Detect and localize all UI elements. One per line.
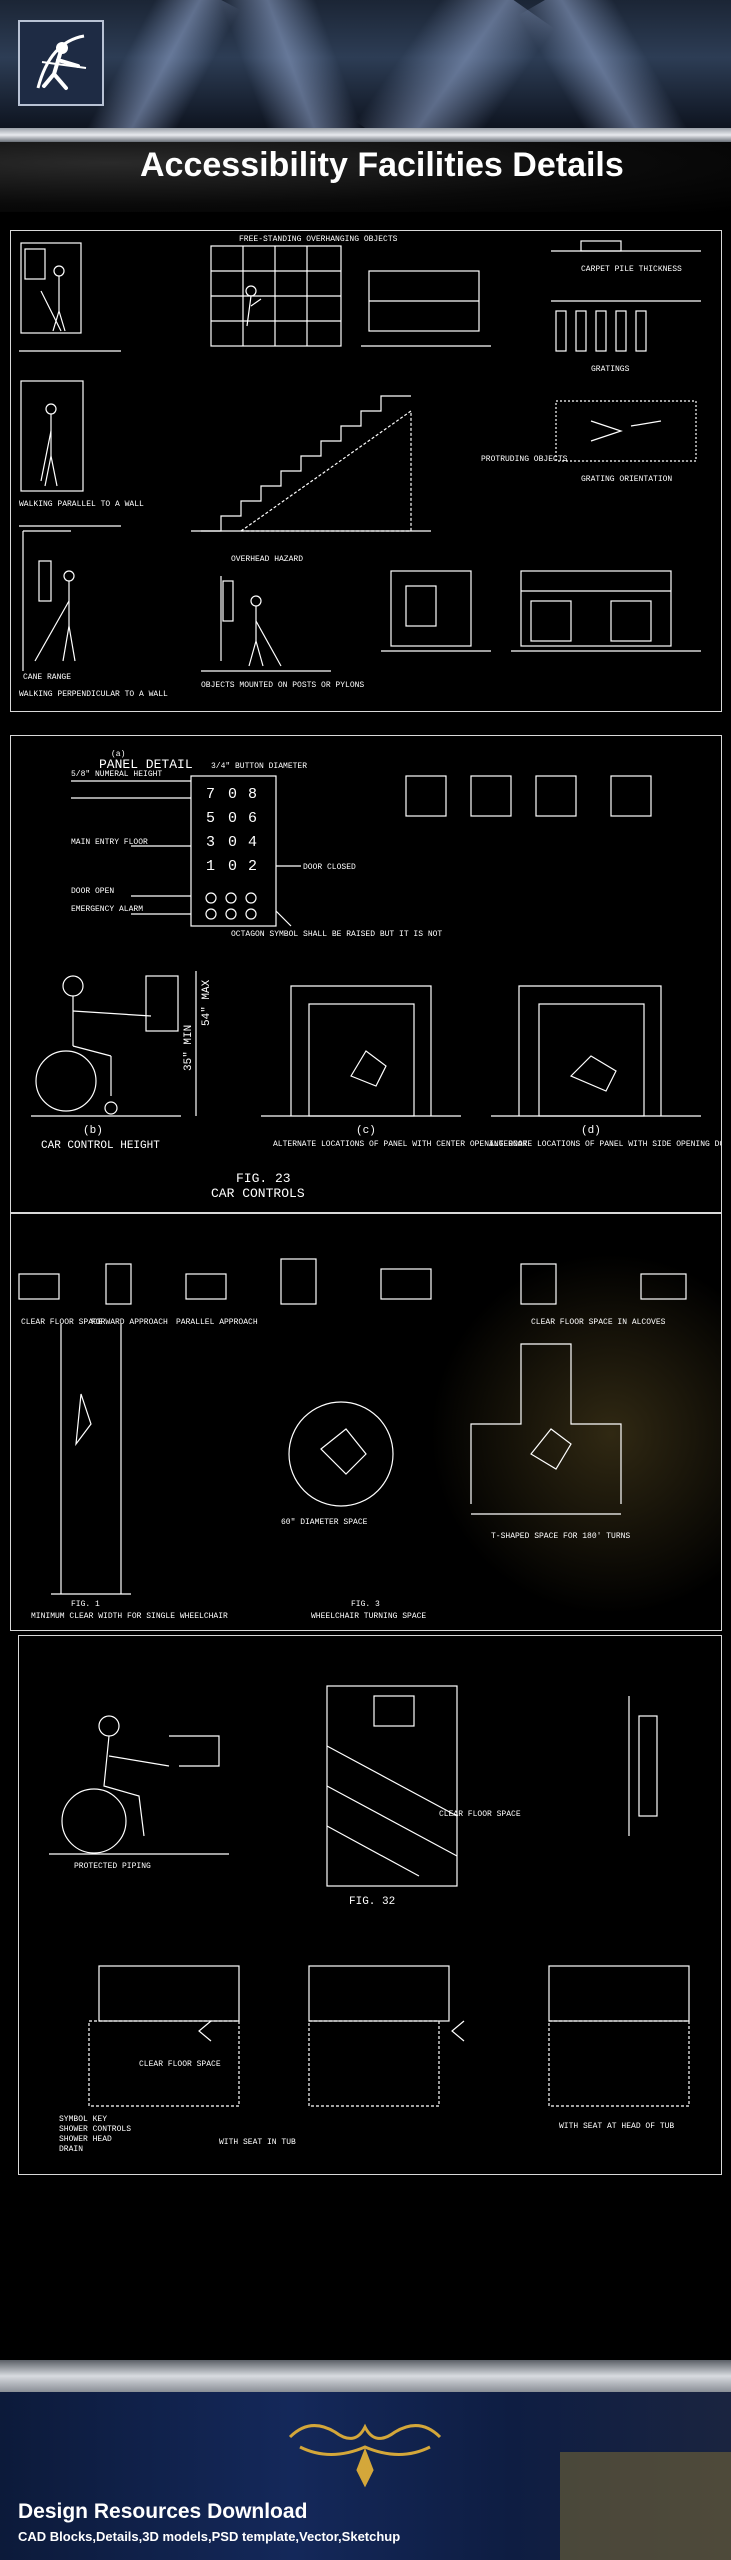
cad-drawing-car-controls: (a) PANEL DETAIL 3/4" BUTTON DIAMETER 5/… — [31, 750, 731, 1201]
caption-b: WITH SEAT AT HEAD OF TUB — [559, 2122, 674, 2131]
caption-a: WITH SEAT IN TUB — [219, 2138, 296, 2147]
symbol-key-label: SYMBOL KEY — [59, 2115, 107, 2124]
protruding-objects-label: PROTRUDING OBJECTS — [481, 455, 568, 464]
walking-perpendicular-label: WALKING PERPENDICULAR TO A WALL — [19, 690, 168, 699]
parallel-approach-caption: PARALLEL APPROACH — [176, 1318, 258, 1327]
footer-title: Design Resources Download — [18, 2500, 308, 2523]
archer-logo-icon[interactable] — [18, 20, 104, 106]
panel-row-1-a: 7 — [206, 786, 215, 803]
clear-floor-space-label: CLEAR FLOOR SPACE — [439, 1810, 521, 1819]
key-item-2: SHOWER HEAD — [59, 2135, 112, 2144]
light-beam — [80, 0, 240, 128]
cane-range-label: CANE RANGE — [23, 673, 71, 682]
alcove-caption: CLEAR FLOOR SPACE IN ALCOVES — [531, 1318, 666, 1327]
caption-d: ALTERNATE LOCATIONS OF PANEL WITH SIDE O… — [489, 1140, 721, 1149]
panel-row-4-b: 0 — [228, 858, 237, 875]
panel-row-2-a: 5 — [206, 810, 215, 827]
wheelchair-symbol-icon — [405, 775, 447, 817]
footer-subtitle: CAD Blocks,Details,3D models,PSD templat… — [18, 2529, 401, 2544]
button-diameter-label: 3/4" BUTTON DIAMETER — [211, 762, 307, 771]
panel-row-3-b: 0 — [228, 834, 237, 851]
octagon-note-label: OCTAGON SYMBOL SHALL BE RAISED BUT IT IS… — [231, 930, 442, 939]
t-shape-caption: T-SHAPED SPACE FOR 180' TURNS — [491, 1532, 630, 1541]
caption-b-letter: (b) — [83, 1125, 103, 1137]
posts-pylons-label: OBJECTS MOUNTED ON POSTS OR PYLONS — [201, 681, 364, 690]
panel-detail-label: PANEL DETAIL — [99, 757, 193, 772]
numeral-height-label: 5/8" NUMERAL HEIGHT — [71, 770, 162, 779]
gold-ornament-icon — [288, 2423, 442, 2488]
diameter-caption: 60" DIAMETER SPACE — [281, 1518, 368, 1527]
panel-bathtub: FIG. 32 CLEAR FLOOR SPACE PROTECTED PIPI… — [18, 1635, 722, 2175]
emergency-alarm-label: EMERGENCY ALARM — [71, 905, 143, 914]
fig-23-label: FIG. 23 — [236, 1171, 291, 1186]
fig-23-title: CAR CONTROLS — [211, 1186, 305, 1201]
cad-drawing-bathtub: FIG. 32 CLEAR FLOOR SPACE PROTECTED PIPI… — [49, 1685, 690, 2154]
clear-floor-caption: CLEAR FLOOR SPACE — [21, 1318, 103, 1327]
watermark-archer — [431, 1254, 731, 1614]
panel-row-2-c: 6 — [248, 810, 257, 827]
title-background — [0, 142, 731, 212]
panel-row-1-c: 8 — [248, 786, 257, 803]
gratings-label: GRATINGS — [591, 365, 630, 374]
overhead-hazard-label: OVERHEAD HAZARD — [231, 555, 303, 564]
header-banner — [0, 0, 731, 128]
panel-clear-floor-space: CLEAR FLOOR SPACE FORWARD APPROACH PARAL… — [10, 1213, 731, 1631]
forward-approach-caption: FORWARD APPROACH — [91, 1318, 168, 1327]
dim-min-label: 35" MIN — [183, 1025, 195, 1071]
key-item-1: SHOWER CONTROLS — [59, 2125, 131, 2134]
caption-c-letter: (c) — [356, 1125, 376, 1137]
panel-row-1-b: 0 — [228, 786, 237, 803]
light-beam — [220, 0, 370, 128]
panel-row-4-c: 2 — [248, 858, 257, 875]
fig-3-caption: WHEELCHAIR TURNING SPACE — [311, 1612, 426, 1621]
fig-1-label: FIG. 1 — [71, 1600, 100, 1609]
grating-orientation-label: GRATING ORIENTATION — [581, 475, 672, 484]
protected-piping-label: PROTECTED PIPING — [74, 1862, 151, 1871]
braille-dots-icon — [535, 775, 577, 817]
caption-d-letter: (d) — [581, 1125, 601, 1137]
panel-protruding-objects: FREE-STANDING OVERHANGING OBJECTS PROTRU… — [10, 230, 722, 712]
tactile-grid-icon — [470, 775, 512, 817]
panel-row-3-a: 3 — [206, 834, 215, 851]
panel-row-4-a: 1 — [206, 858, 215, 875]
header-divider-bar — [0, 128, 731, 142]
panel-car-controls: (a) PANEL DETAIL 3/4" BUTTON DIAMETER 5/… — [10, 735, 731, 1213]
fig-3-label: FIG. 3 — [351, 1600, 380, 1609]
free-standing-label: FREE-STANDING OVERHANGING OBJECTS — [239, 235, 398, 244]
caption-b: CAR CONTROL HEIGHT — [41, 1140, 160, 1152]
footer-divider-bar — [0, 2360, 731, 2392]
walking-parallel-label: WALKING PARALLEL TO A WALL — [19, 500, 144, 509]
fig-1-caption: MINIMUM CLEAR WIDTH FOR SINGLE WHEELCHAI… — [31, 1612, 228, 1621]
key-item-3: DRAIN — [59, 2145, 83, 2154]
footer-banner — [0, 2392, 731, 2560]
caption-c: ALTERNATE LOCATIONS OF PANEL WITH CENTER… — [273, 1140, 528, 1149]
carpet-pile-label: CARPET PILE THICKNESS — [581, 265, 682, 274]
tub-clear-label-a: CLEAR FLOOR SPACE — [139, 2060, 221, 2069]
cad-drawing-clear-floor-space: CLEAR FLOOR SPACE FORWARD APPROACH PARAL… — [18, 1254, 731, 1621]
page-title: Accessibility Facilities Details — [140, 146, 624, 184]
panel-row-2-b: 0 — [228, 810, 237, 827]
panel-detail-letter: (a) — [111, 750, 125, 759]
fig-32-label: FIG. 32 — [349, 1896, 395, 1908]
door-open-label: DOOR OPEN — [71, 887, 114, 896]
dim-max-label: 54" MAX — [201, 979, 213, 1026]
main-entry-floor-label: MAIN ENTRY FLOOR — [71, 838, 148, 847]
cad-drawing-protruding-objects: FREE-STANDING OVERHANGING OBJECTS PROTRU… — [19, 235, 701, 699]
door-closed-label: DOOR CLOSED — [303, 863, 356, 872]
panel-row-3-c: 4 — [248, 834, 257, 851]
hearing-symbol-icon — [610, 775, 652, 817]
light-beam — [518, 0, 692, 128]
